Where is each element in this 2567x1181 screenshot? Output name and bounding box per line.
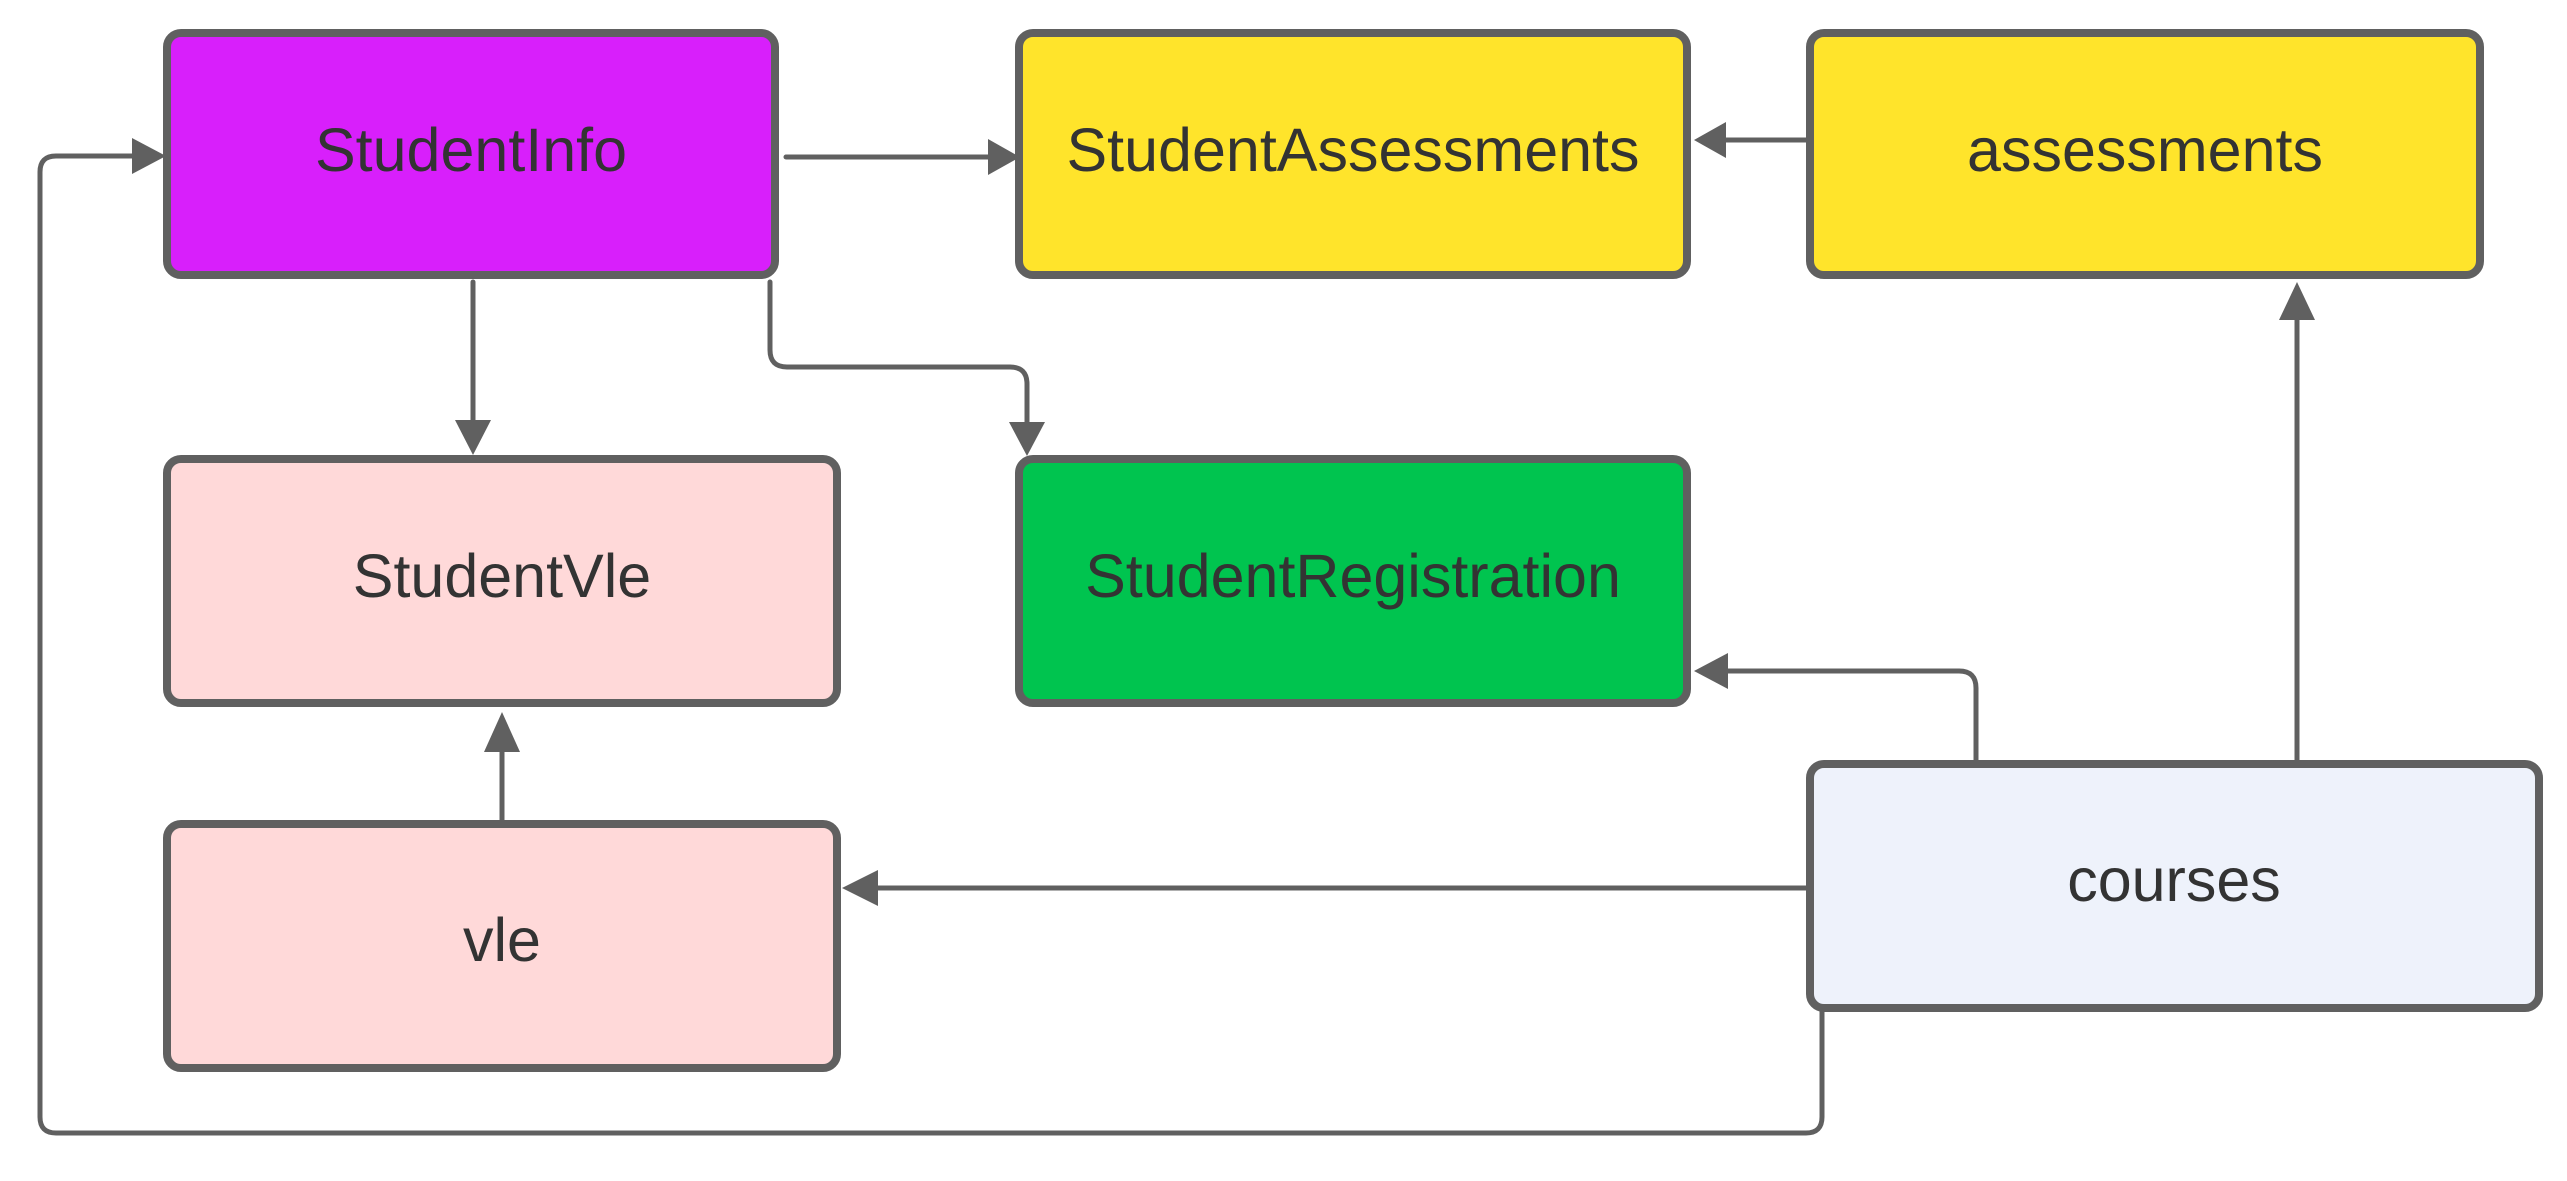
- node-label: StudentInfo: [315, 116, 627, 184]
- nodes-layer: StudentInfo StudentAssessments assessmen…: [163, 29, 2543, 1072]
- node-courses[interactable]: courses: [1806, 760, 2543, 1012]
- node-label: StudentRegistration: [1085, 542, 1621, 610]
- arrowhead: [988, 139, 1020, 175]
- arrowhead: [1694, 653, 1728, 689]
- arrowhead: [842, 870, 878, 906]
- node-box: [163, 29, 779, 279]
- node-label: courses: [2067, 846, 2281, 914]
- arrowhead: [484, 712, 520, 752]
- node-label: StudentAssessments: [1066, 116, 1639, 184]
- node-label: vle: [463, 906, 541, 974]
- arrowhead: [132, 138, 166, 174]
- node-student-registration[interactable]: StudentRegistration: [1015, 455, 1691, 707]
- node-vle[interactable]: vle: [163, 820, 841, 1072]
- arrowhead: [1009, 422, 1045, 456]
- node-box: [163, 455, 841, 707]
- node-label: assessments: [1967, 116, 2323, 184]
- node-student-assessments[interactable]: StudentAssessments: [1015, 29, 1691, 279]
- arrowhead: [1694, 122, 1726, 158]
- arrowhead: [2279, 282, 2315, 320]
- node-assessments[interactable]: assessments: [1806, 29, 2484, 279]
- node-box: [1806, 29, 2484, 279]
- arrowhead: [455, 420, 491, 455]
- edges-layer: [37, 122, 2315, 1136]
- edge-courses-to-studentregistration: [1725, 668, 1979, 763]
- node-box: [1806, 760, 2543, 1012]
- edge-studentinfo-to-studentregistration: [767, 279, 1030, 425]
- edge-courses-to-studentinfo: [37, 153, 1825, 1136]
- node-student-vle[interactable]: StudentVle: [163, 455, 841, 707]
- node-box: [163, 820, 841, 1072]
- node-box: [1015, 29, 1691, 279]
- node-label: StudentVle: [353, 542, 651, 610]
- node-student-info[interactable]: StudentInfo: [163, 29, 779, 279]
- node-box: [1015, 455, 1691, 707]
